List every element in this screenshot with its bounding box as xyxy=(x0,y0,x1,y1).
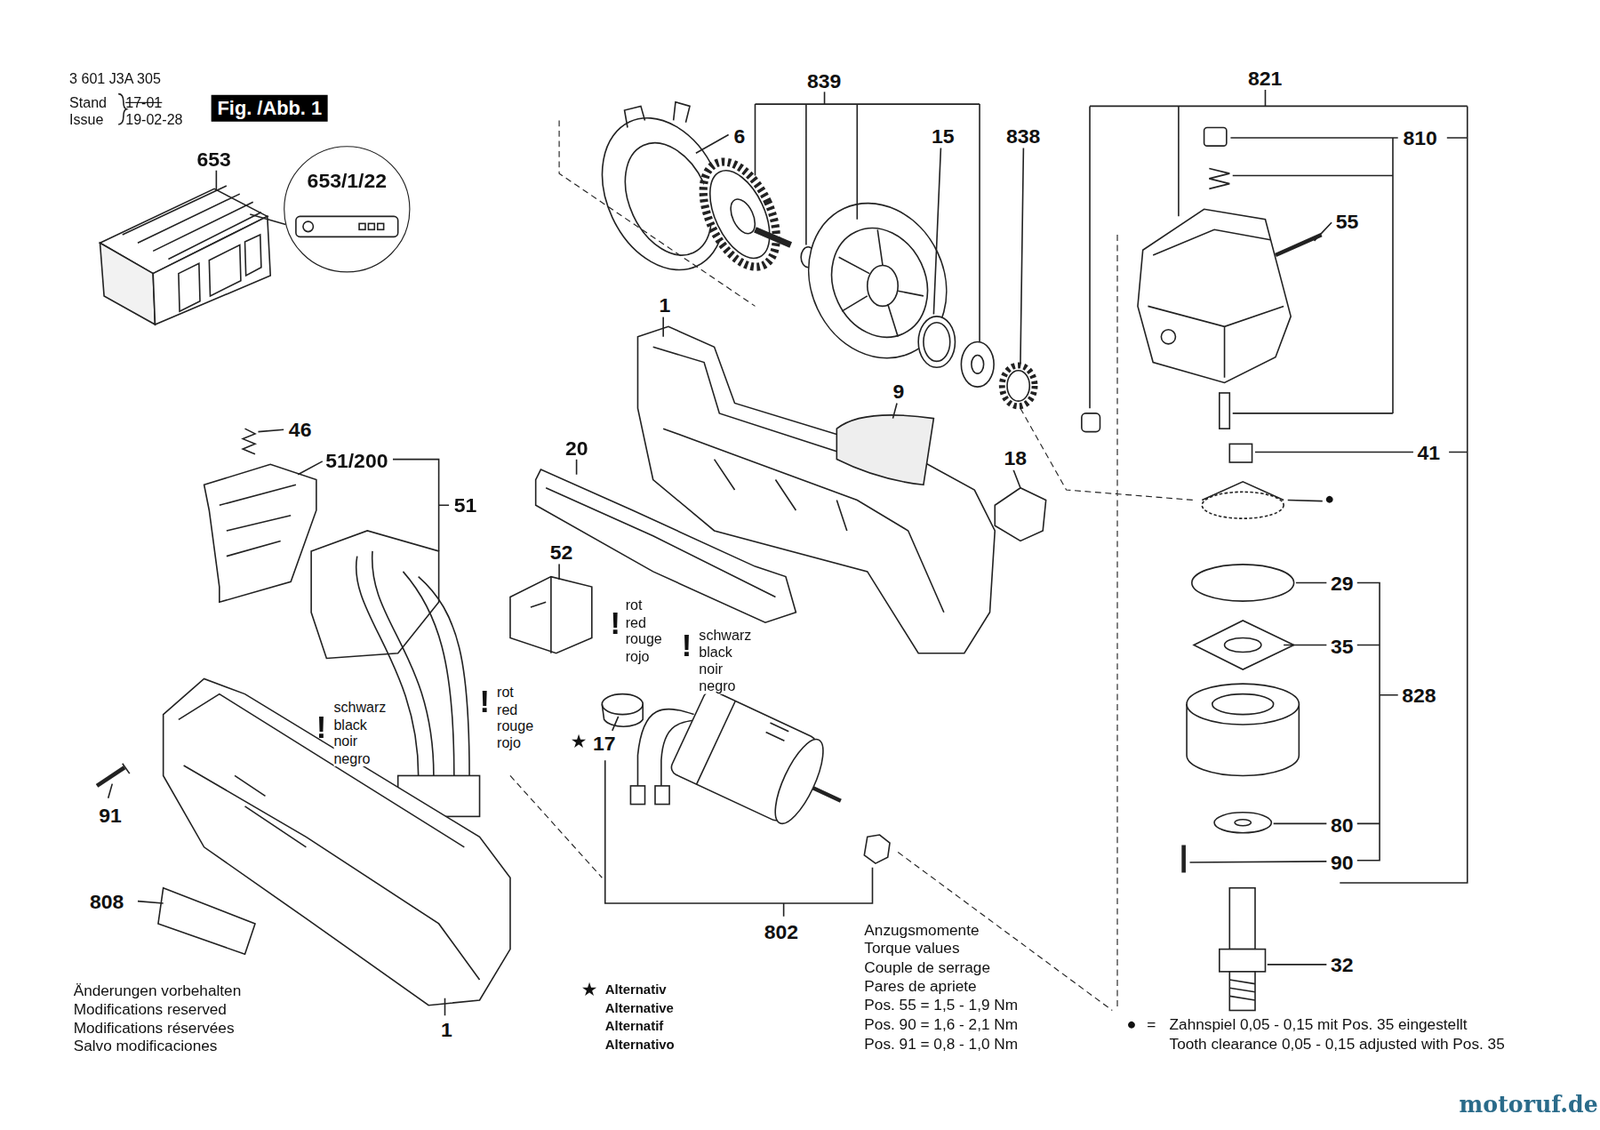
symbol-mark: ● xyxy=(1126,1015,1136,1033)
header-text: 19-02-28 xyxy=(125,112,183,128)
note-text: Pos. 91 = 0,8 - 1,0 Nm xyxy=(864,1035,1018,1053)
note-text: Zahnspiel 0,05 - 0,15 mit Pos. 35 einges… xyxy=(1169,1016,1468,1033)
wire-color: rot red rouge rojo xyxy=(496,683,561,752)
callout-number: 18 xyxy=(1002,447,1028,470)
callout-number: 839 xyxy=(806,69,843,92)
note-text: Pos. 55 = 1,5 - 1,9 Nm xyxy=(864,997,1018,1015)
callout-number: 808 xyxy=(88,889,126,912)
callout-number: 80 xyxy=(1329,813,1355,836)
callout-number: 838 xyxy=(1005,124,1042,147)
note-text: Tooth clearance 0,05 - 0,15 adjusted wit… xyxy=(1169,1035,1505,1053)
callout-number: 90 xyxy=(1329,850,1355,873)
note-text: Modifications réservées xyxy=(73,1019,235,1037)
callout-number: 1 xyxy=(657,294,672,317)
note-text: = xyxy=(1146,1016,1156,1033)
callout-number: 91 xyxy=(97,804,123,827)
warning-mark: ! xyxy=(480,687,490,718)
warning-mark: ! xyxy=(681,630,692,661)
callout-number: 51/200 xyxy=(324,448,390,472)
note-text: Änderungen vorbehalten xyxy=(73,982,242,1000)
note-text: Modifications reserved xyxy=(73,1000,227,1018)
header-text: Issue xyxy=(69,112,104,128)
figure-tag: Fig. /Abb. 1 xyxy=(211,95,328,122)
warning-mark: ! xyxy=(316,712,327,743)
callout-number: 9 xyxy=(891,379,905,402)
alternative-note: Alternative xyxy=(605,1000,674,1016)
callout-number: 20 xyxy=(564,436,590,459)
callout-number: 810 xyxy=(1401,126,1439,149)
callout-number: 653 xyxy=(195,147,232,170)
header-text: Stand xyxy=(69,95,107,112)
note-text: Torque values xyxy=(864,939,960,957)
symbol-mark: ★ xyxy=(571,732,586,751)
alternative-note: Alternativ xyxy=(605,982,667,997)
callout-number: 35 xyxy=(1329,634,1355,657)
note-text: Salvo modificaciones xyxy=(73,1037,218,1055)
callout-number: 1 xyxy=(440,1018,454,1041)
callout-number: 15 xyxy=(930,124,956,147)
wire-color: schwarz black noir negro xyxy=(698,626,763,695)
node-text: Fig. /Abb. 1 xyxy=(217,96,323,119)
detail-circle: 653/1/22 xyxy=(283,145,410,272)
note-text: Couple de serrage xyxy=(864,959,991,976)
note-text: Pos. 90 = 1,6 - 2,1 Nm xyxy=(864,1016,1018,1033)
callout-number: 17 xyxy=(592,731,617,754)
note-text: Anzugsmomente xyxy=(864,921,979,939)
callout-number: 6 xyxy=(732,124,746,147)
wire-color: rot red rouge rojo xyxy=(625,597,690,665)
alternative-note: Alternativo xyxy=(605,1037,675,1052)
watermark: motoruf.de xyxy=(1459,1091,1599,1117)
header-text: 3 601 J3A 305 xyxy=(69,71,161,88)
callout-number: 46 xyxy=(288,418,313,441)
symbol-mark: ★ xyxy=(582,980,597,999)
note-text: Pares de apriete xyxy=(864,977,976,995)
callout-number: 41 xyxy=(1416,440,1441,464)
callout-number: 29 xyxy=(1329,571,1355,594)
callout-number: 52 xyxy=(549,540,575,563)
callout-number: 802 xyxy=(763,920,800,943)
warning-mark: ! xyxy=(609,608,620,639)
symbol-mark: ● xyxy=(1324,489,1335,508)
alternative-note: Alternatif xyxy=(605,1019,664,1034)
callout-number: 828 xyxy=(1400,683,1438,706)
header-text: 17-01 xyxy=(125,95,162,112)
callout-number: 55 xyxy=(1335,209,1360,232)
node-text: 653/1/22 xyxy=(307,169,387,192)
wire-color: schwarz black noir negro xyxy=(333,698,398,767)
callout-number: 821 xyxy=(1247,67,1284,90)
callout-number: 32 xyxy=(1329,952,1355,976)
callout-number: 51 xyxy=(453,494,479,517)
